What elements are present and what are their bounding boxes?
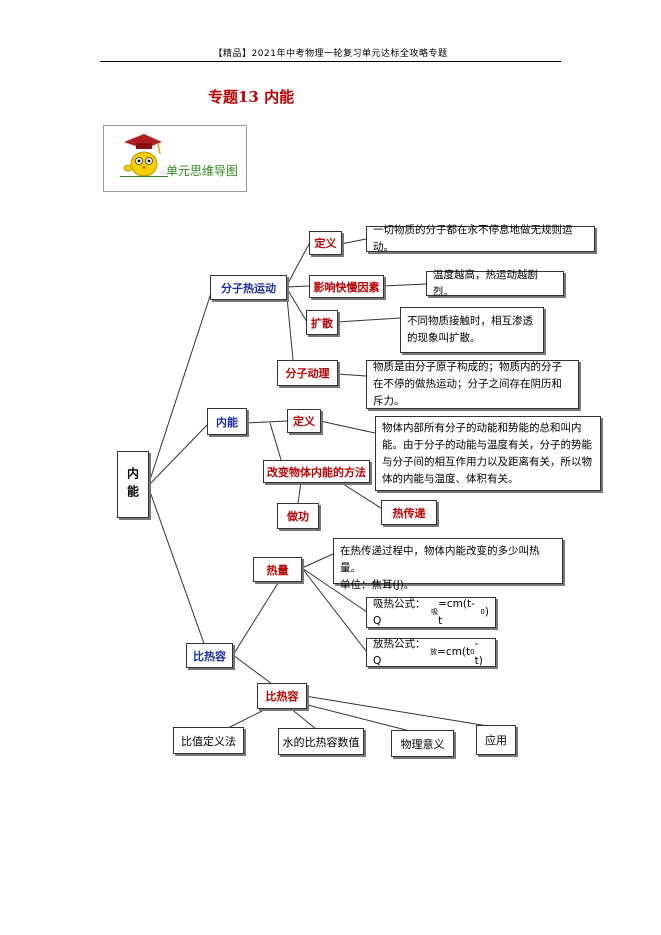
desc-heat-quantity: 在热传递过程中，物体内能改变的多少叫热量。 单位：焦耳(J)。 <box>333 538 563 591</box>
heat-unit-text: 单位：焦耳(J)。 <box>340 579 415 591</box>
absorb-prefix: 吸热公式：Q <box>373 597 426 627</box>
desc-definition-2: 物体内部所有分子的动能和势能的总和叫内能。由于分子的动能与温度有关，分子的势能与… <box>375 416 601 491</box>
node-heat-transfer: 热传递 <box>381 500 437 525</box>
release-prefix: 放热公式：Q <box>373 637 426 667</box>
release-end: - t) <box>474 637 483 667</box>
page-title: 专题13 内能 <box>208 88 295 106</box>
node-diffusion: 扩散 <box>306 310 338 335</box>
absorb-end: ) <box>484 606 489 618</box>
header-divider <box>100 61 561 62</box>
desc-definition-1: 一切物质的分子都在永不停息地做无规则运动。 <box>366 224 595 253</box>
leaf-ratio-definition: 比值定义法 <box>173 727 244 754</box>
formula-absorb: 吸热公式：Q 吸=cm(t- t 0) <box>366 597 496 628</box>
mindmap-badge: 单元思维导图 <box>103 125 247 192</box>
desc-molecular-theory: 物质是由分子原子构成的；物质内的分子在不停的做热运动；分子之间存在阴历和斥力。 <box>366 360 579 409</box>
page-header: 【精品】2021年中考物理一轮复习单元达标全攻略专题 <box>213 49 448 59</box>
branch-internal-energy: 内能 <box>207 408 247 435</box>
badge-label: 单元思维导图 <box>166 164 239 178</box>
node-specific-heat: 比热容 <box>257 683 307 709</box>
branch-molecular-motion: 分子热运动 <box>210 275 287 300</box>
badge-underline <box>120 176 168 177</box>
node-change-method: 改变物体内能的方法 <box>263 460 370 483</box>
desc-diffusion: 不同物质接触时，相互渗透的现象叫扩散。 <box>400 307 544 353</box>
release-mid: =cm(t <box>437 646 471 658</box>
absorb-sub2: 0 <box>480 608 485 616</box>
node-molecular-theory: 分子动理 <box>277 360 338 386</box>
cartoon-owl-graduation-cap-icon <box>123 134 162 177</box>
node-heat-quantity: 热量 <box>253 557 302 582</box>
node-definition-1: 定义 <box>309 231 342 255</box>
absorb-sub: 吸 <box>431 608 439 616</box>
absorb-mid: =cm(t- t <box>438 597 475 627</box>
branch-specific-heat: 比热容 <box>186 643 233 668</box>
release-sub: 放 <box>430 648 438 656</box>
root-node: 内能 <box>117 451 149 518</box>
desc-speed-factor: 温度越高，热运动越剧烈。 <box>426 269 564 298</box>
leaf-physical-meaning: 物理意义 <box>391 730 454 757</box>
release-sub2: 0 <box>470 648 475 656</box>
node-speed-factor: 影响快慢因素 <box>309 275 384 298</box>
leaf-water-shc-value: 水的比热容数值 <box>278 728 364 755</box>
node-work: 做功 <box>277 503 319 529</box>
node-definition-2: 定义 <box>287 409 321 433</box>
heat-definition-text: 在热传递过程中，物体内能改变的多少叫热量。 <box>340 545 540 574</box>
leaf-application: 应用 <box>476 725 516 755</box>
